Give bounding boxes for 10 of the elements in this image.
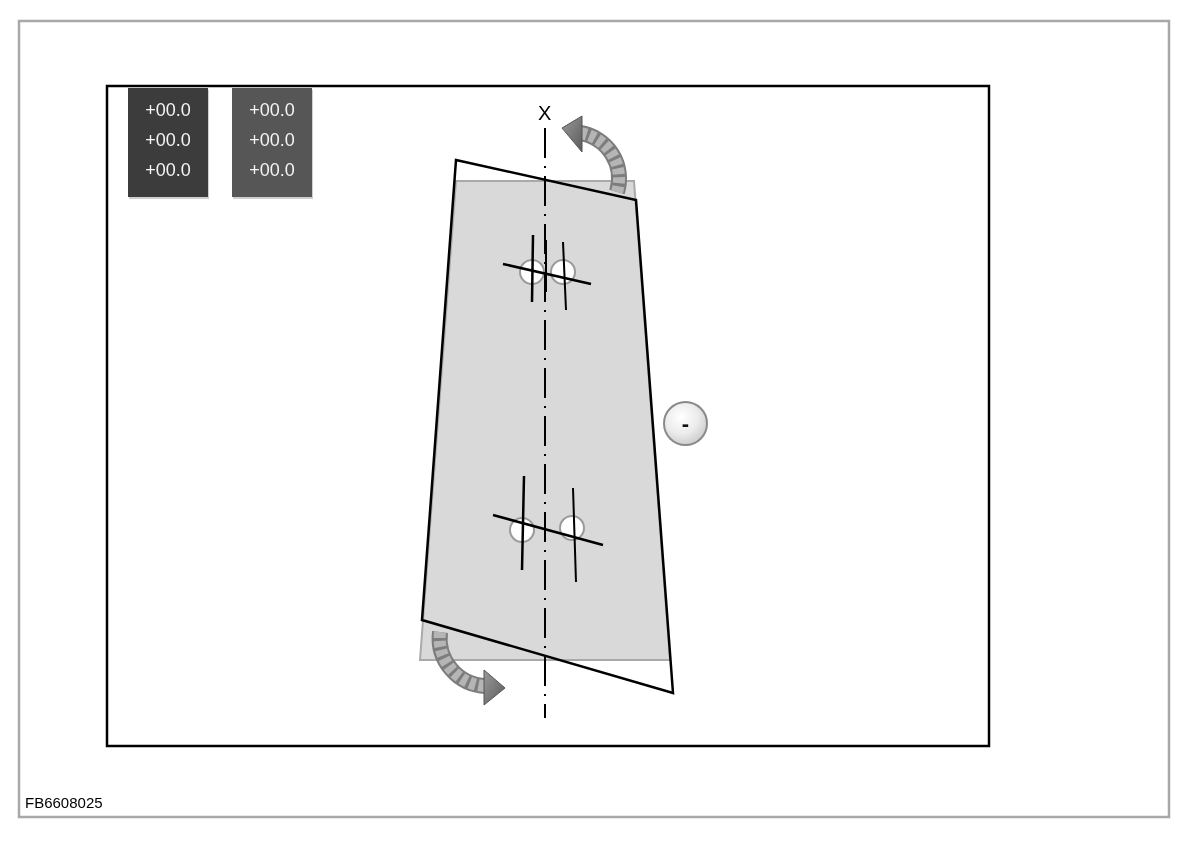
readout-value: +00.0	[145, 100, 191, 120]
figure-code: FB6608025	[25, 794, 103, 811]
readout-value: +00.0	[145, 130, 191, 150]
readout-value: +00.0	[249, 130, 295, 150]
readout-value: +00.0	[249, 160, 295, 180]
readout-panel	[128, 88, 208, 197]
readout-value: +00.0	[145, 160, 191, 180]
axis-label: X	[538, 102, 552, 125]
readout-panel	[232, 88, 312, 197]
readout-value: +00.0	[249, 100, 295, 120]
